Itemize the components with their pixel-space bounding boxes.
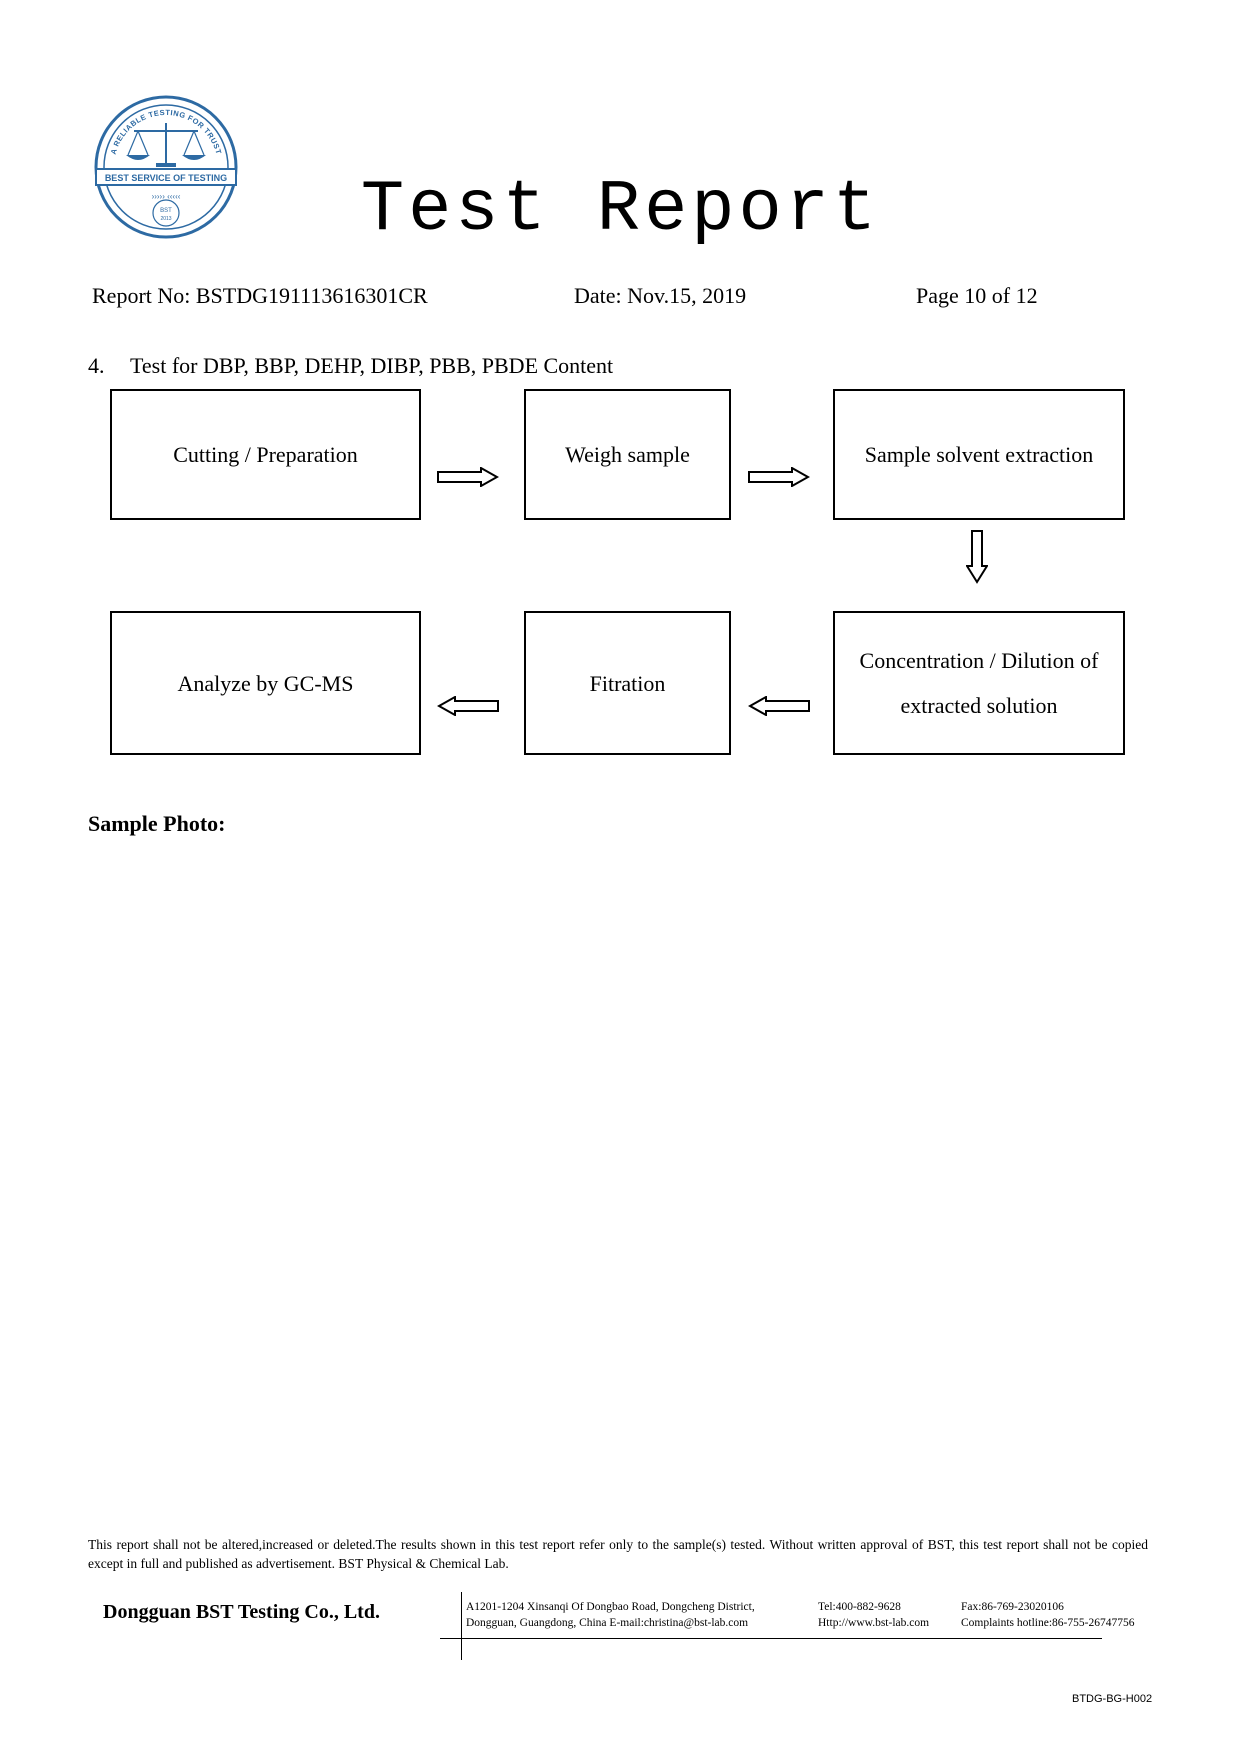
arrow-right-icon bbox=[748, 467, 810, 487]
arrow-down-icon bbox=[966, 530, 988, 584]
section-title: Test for DBP, BBP, DEHP, DIBP, PBB, PBDE… bbox=[130, 353, 614, 378]
report-date: Date: Nov.15, 2019 bbox=[574, 283, 747, 308]
page-number: Page 10 of 12 bbox=[916, 283, 1038, 308]
footer-divider-horizontal bbox=[440, 1638, 1102, 1639]
company-seal-logo: A RELIABLE TESTING FOR TRUST BEST SERVIC… bbox=[94, 95, 238, 239]
flow-step-filtration: Fitration bbox=[524, 611, 731, 755]
page-title: Test Report bbox=[360, 169, 881, 251]
flow-step-extraction: Sample solvent extraction bbox=[833, 389, 1125, 520]
seal-banner-text: BEST SERVICE OF TESTING bbox=[105, 173, 227, 183]
arrow-left-icon bbox=[437, 696, 499, 716]
disclaimer-text: This report shall not be altered,increas… bbox=[88, 1537, 1148, 1571]
address-line-2: Dongguan, Guangdong, China E-mail:christ… bbox=[466, 1617, 749, 1629]
flow-step-concentration: Concentration / Dilution of extracted so… bbox=[833, 611, 1125, 755]
section-heading: 4. Test for DBP, BBP, DEHP, DIBP, PBB, PB… bbox=[88, 353, 613, 379]
report-number: Report No: BSTDG191113616301CR bbox=[92, 283, 428, 308]
flow-step-label: Fitration bbox=[589, 670, 666, 696]
flow-step-label: Cutting / Preparation bbox=[173, 442, 358, 467]
company-name: Dongguan BST Testing Co., Ltd. bbox=[103, 1601, 380, 1623]
sample-photo-heading: Sample Photo: bbox=[88, 811, 226, 836]
flow-step-label: Sample solvent extraction bbox=[864, 442, 1094, 467]
footer-divider-vertical bbox=[461, 1592, 462, 1660]
seal-bottom-text: BST bbox=[160, 208, 172, 214]
complaints-hotline: Complaints hotline:86-755-26747756 bbox=[961, 1617, 1135, 1629]
flow-step-label: Weigh sample bbox=[565, 442, 690, 467]
telephone: Tel:400-882-9628 bbox=[818, 1601, 901, 1613]
flow-step-analyze: Analyze by GC-MS bbox=[110, 611, 421, 755]
flow-step-weigh: Weigh sample bbox=[524, 389, 731, 520]
flow-step-label-line1: Concentration / Dilution of bbox=[859, 648, 1099, 673]
flow-step-label: Analyze by GC-MS bbox=[177, 670, 354, 696]
svg-text:››››› ‹‹‹‹‹: ››››› ‹‹‹‹‹ bbox=[152, 192, 181, 201]
address-line-1: A1201-1204 Xinsanqi Of Dongbao Road, Don… bbox=[466, 1601, 755, 1613]
seal-year-text: 2013 bbox=[160, 216, 171, 222]
section-number: 4. bbox=[88, 353, 105, 378]
fax: Fax:86-769-23020106 bbox=[961, 1601, 1064, 1613]
form-code: BTDG-BG-H002 bbox=[1072, 1693, 1153, 1705]
arrow-right-icon bbox=[437, 467, 499, 487]
website-link[interactable]: Http://www.bst-lab.com bbox=[818, 1617, 930, 1629]
flow-step-label-line2: extracted solution bbox=[900, 693, 1058, 718]
arrow-left-icon bbox=[748, 696, 810, 716]
flow-step-cutting: Cutting / Preparation bbox=[110, 389, 421, 520]
